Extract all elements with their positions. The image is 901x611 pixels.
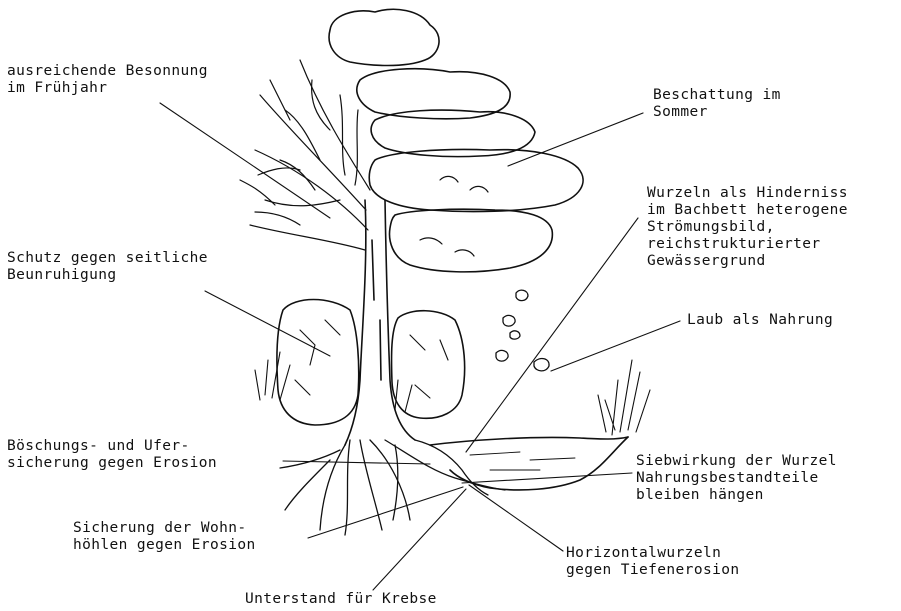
label-unterstand: Unterstand für Krebse [245,591,437,608]
label-wohnhoehlen-line: höhlen gegen Erosion [73,537,256,554]
leader-besonnung [160,103,330,218]
label-wurzeln-line: im Bachbett heterogene [647,202,848,219]
label-boeschung: Böschungs- und Ufer- sicherung gegen Ero… [7,438,217,472]
stream-bank [430,437,628,490]
label-siebwirkung-line: Siebwirkung der Wurzel [636,453,837,470]
label-horizontal: Horizontalwurzeln gegen Tiefenerosion [566,545,739,579]
label-besonnung-line: im Frühjahr [7,80,208,97]
leader-siebwirkung [462,473,632,483]
label-schutz: Schutz gegen seitliche Beunruhigung [7,250,208,284]
label-boeschung-line: Böschungs- und Ufer- [7,438,217,455]
tree-roots [280,440,505,535]
label-wurzeln-line: Strömungsbild, [647,219,848,236]
label-besonnung-line: ausreichende Besonnung [7,63,208,80]
label-beschattung-line: Beschattung im [653,87,781,104]
label-wurzeln: Wurzeln als Hinderniss im Bachbett heter… [647,185,848,270]
leader-beschattung [508,113,643,166]
label-wurzeln-line: reichstrukturierter [647,236,848,253]
label-boeschung-line: sicherung gegen Erosion [7,455,217,472]
boulder-left [277,300,359,426]
label-wohnhoehlen: Sicherung der Wohn- höhlen gegen Erosion [73,520,256,554]
label-siebwirkung: Siebwirkung der Wurzel Nahrungsbestandte… [636,453,837,504]
leaf-canopy [329,9,583,272]
bare-branches [240,60,370,250]
label-besonnung: ausreichende Besonnung im Frühjahr [7,63,208,97]
label-unterstand-line: Unterstand für Krebse [245,591,437,608]
label-wurzeln-line: Gewässergrund [647,253,848,270]
label-laub: Laub als Nahrung [687,312,833,329]
leader-lines [160,103,680,590]
label-beschattung-line: Sommer [653,104,781,121]
label-siebwirkung-line: Nahrungsbestandteile [636,470,837,487]
label-schutz-line: Beunruhigung [7,267,208,284]
label-horizontal-line: Horizontalwurzeln [566,545,739,562]
leader-schutz [205,291,330,356]
label-wurzeln-line: Wurzeln als Hinderniss [647,185,848,202]
leader-wohnhoehlen [308,487,463,538]
leader-unterstand [373,489,466,590]
leader-wurzeln [466,218,638,452]
label-beschattung: Beschattung im Sommer [653,87,781,121]
label-wohnhoehlen-line: Sicherung der Wohn- [73,520,256,537]
label-horizontal-line: gegen Tiefenerosion [566,562,739,579]
leader-laub [551,321,680,371]
label-schutz-line: Schutz gegen seitliche [7,250,208,267]
tree-trunk [345,200,415,445]
falling-leaves [496,290,549,371]
leader-horizontal [469,485,563,551]
boulder-right [392,311,465,419]
label-laub-line: Laub als Nahrung [687,312,833,329]
grass-tufts [255,352,650,435]
label-siebwirkung-line: bleiben hängen [636,487,837,504]
